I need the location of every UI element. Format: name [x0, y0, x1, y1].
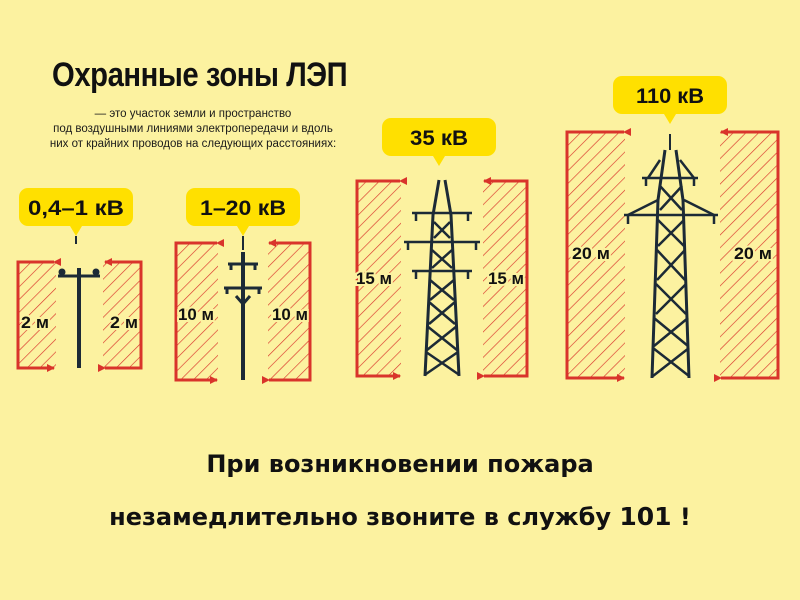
voltage-label: 0,4–1 кВ: [28, 197, 124, 220]
voltage-label-box: [19, 188, 133, 226]
distance-label-right: 20 м: [734, 244, 772, 263]
distance-label-left: 10 м: [178, 305, 214, 324]
zone-hatch-right: [720, 132, 778, 378]
subtitle-line: — это участок земли и пространство: [94, 108, 292, 120]
tower-icon: [624, 134, 718, 379]
tower-icon: [404, 179, 480, 377]
voltage-label-box: [186, 188, 300, 226]
pole-icon: [58, 268, 100, 368]
distance-label-right: 10 м: [272, 305, 308, 324]
footer-text: незамедлительно звоните в службу: [109, 503, 612, 531]
subtitle: — это участок земли и пространство под в…: [18, 107, 368, 152]
voltage-label-box: [382, 118, 496, 156]
distance-label-right: 15 м: [488, 269, 524, 288]
zone-boundary-right: [98, 258, 143, 372]
subtitle-line: них от крайних проводов на следующих рас…: [49, 138, 337, 150]
voltage-label: 1–20 кВ: [200, 197, 286, 220]
zone-boundary-right: [477, 177, 529, 380]
page-title: Охранные зоны ЛЭП: [52, 56, 348, 94]
voltage-label: 35 кВ: [410, 127, 468, 150]
zone-boundary-right: [714, 128, 780, 382]
zone-boundary-left: [565, 128, 631, 382]
distance-label-left: 2 м: [21, 313, 49, 332]
emergency-number: 101: [619, 502, 672, 531]
footer-line-2: незамедлительно звоните в службу 101 !: [0, 502, 800, 531]
distance-label-left: 20 м: [572, 244, 610, 263]
distance-label-left: 15 м: [356, 269, 392, 288]
footer-exclamation: !: [679, 503, 691, 531]
tower-icon: [224, 252, 262, 380]
zone-110kv: 110 кВ 20 м 20 м: [565, 76, 780, 382]
distance-label-right: 2 м: [110, 313, 138, 332]
voltage-label: 110 кВ: [636, 85, 704, 108]
voltage-label-box: [613, 76, 727, 114]
zone-1-20kv: 1–20 кВ 10 м 10 м: [174, 188, 312, 384]
footer-line-1: При возникновении пожара: [206, 450, 594, 478]
zone-boundary-left: [174, 239, 224, 384]
subtitle-line: под воздушными линиями электропередачи и…: [53, 123, 333, 135]
zone-boundary-left: [16, 258, 61, 372]
zone-boundary-left: [355, 177, 407, 380]
zone-0-4-1kv: 0,4–1 кВ 2 м 2 м: [16, 188, 143, 372]
zone-35kv: 35 кВ 15 м 15 м: [354, 118, 529, 380]
zone-hatch-left: [567, 132, 625, 378]
zone-boundary-right: [262, 239, 312, 384]
